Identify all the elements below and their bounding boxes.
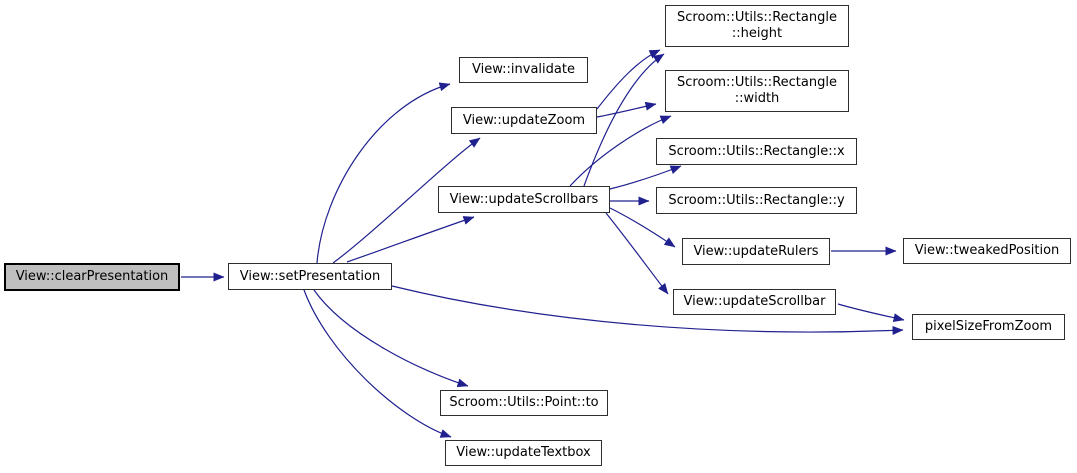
node-view-set-presentation[interactable]: View::setPresentation [228,263,392,290]
node-rectangle-width[interactable]: Scroom::Utils::Rectangle ::width [665,70,849,112]
edge-set-presentation-to-update-textbox [303,289,452,438]
node-rectangle-y[interactable]: Scroom::Utils::Rectangle::y [656,187,857,214]
edge-set-presentation-to-invalidate [316,82,451,264]
node-point-to[interactable]: Scroom::Utils::Point::to [440,390,608,416]
node-rectangle-height[interactable]: Scroom::Utils::Rectangle ::height [665,5,849,47]
edge-update-scrollbars-to-update-rulers [609,207,676,248]
node-view-update-textbox[interactable]: View::updateTextbox [445,440,602,466]
edge-set-presentation-to-update-zoom [332,137,481,264]
edge-set-presentation-to-pixel-size-from-zoom [391,285,904,335]
node-view-update-zoom[interactable]: View::updateZoom [451,107,597,134]
edge-update-scrollbars-to-rectangle-width [569,115,672,187]
node-view-update-scrollbars[interactable]: View::updateScrollbars [438,186,610,213]
node-view-update-scrollbar[interactable]: View::updateScrollbar [673,289,836,315]
edge-update-zoom-to-rectangle-height [596,49,661,110]
node-pixel-size-from-zoom[interactable]: pixelSizeFromZoom [912,314,1065,340]
edge-update-scrollbars-to-update-scrollbar [605,212,669,295]
edge-update-scrollbar-to-pixel-size-from-zoom [837,303,905,323]
edge-set-presentation-to-point-to [313,289,469,388]
node-view-tweaked-position[interactable]: View::tweakedPosition [903,238,1071,264]
edge-set-presentation-to-update-scrollbars [346,216,475,263]
node-rectangle-x[interactable]: Scroom::Utils::Rectangle::x [656,138,857,165]
edge-update-zoom-to-rectangle-width [596,101,657,118]
edge-update-scrollbars-to-rectangle-x [609,165,682,190]
node-view-clear-presentation: View::clearPresentation [4,263,180,291]
node-view-invalidate[interactable]: View::invalidate [459,57,588,83]
node-view-update-rulers[interactable]: View::updateRulers [682,238,830,265]
